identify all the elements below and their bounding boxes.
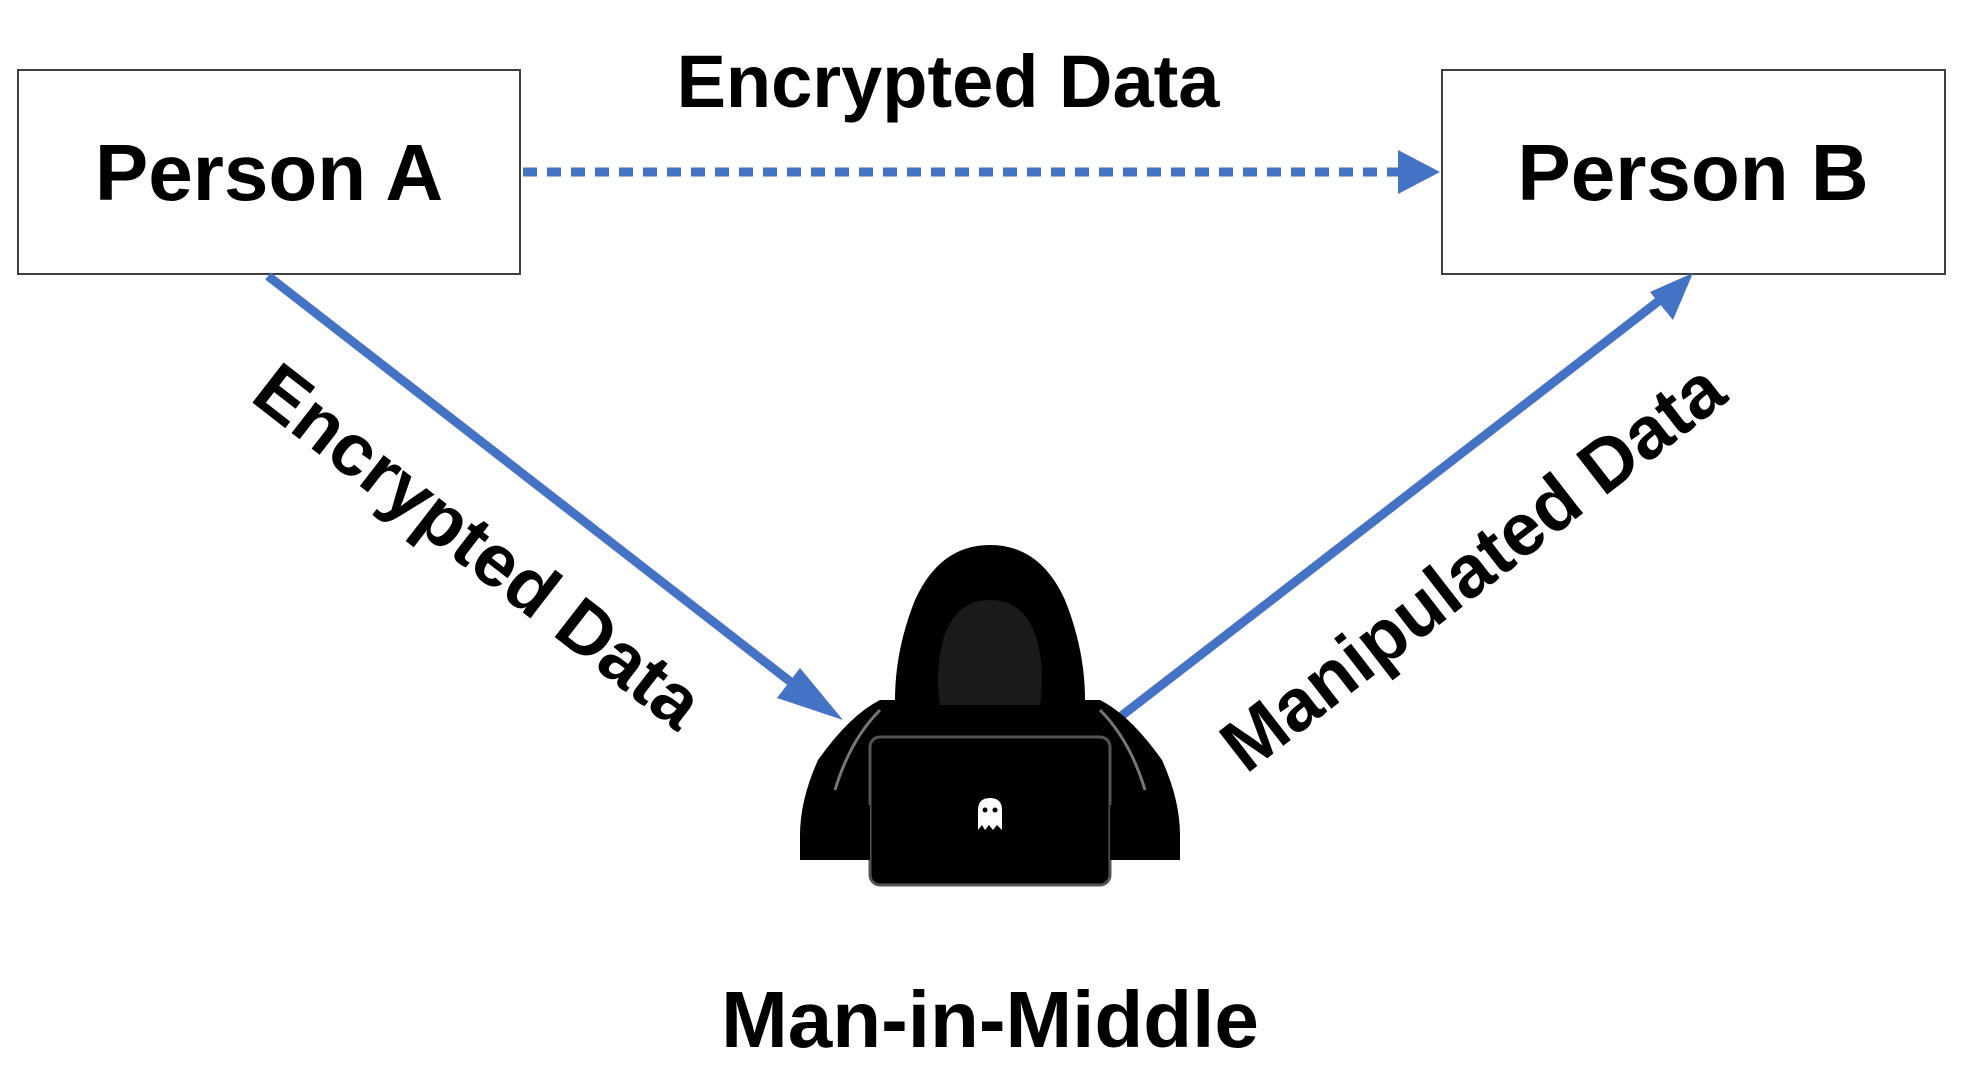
- attacker-label: Man-in-Middle: [721, 975, 1259, 1064]
- edge-label-a-to-b: Encrypted Data: [677, 40, 1221, 123]
- edge-attacker-to-b: Manipulated Data: [1117, 273, 1741, 788]
- edge-label-a-to-attacker: Encrypted Data: [239, 347, 719, 746]
- hacker-shoulder-highlight-right: [1098, 708, 1147, 791]
- person-b-node: Person B: [1441, 69, 1946, 275]
- edge-a-to-attacker: Encrypted Data: [239, 272, 843, 746]
- arrowhead-a-to-attacker: [777, 668, 843, 720]
- edge-a-to-b: Encrypted Data: [523, 40, 1440, 194]
- solid-arrow-a-to-attacker: [265, 272, 813, 701]
- solid-arrow-attacker-to-b: [1117, 296, 1663, 721]
- hacker-shoulder-highlight-left: [833, 708, 882, 791]
- arrowhead-attacker-to-b: [1650, 273, 1693, 320]
- person-b-label: Person B: [1517, 128, 1868, 217]
- person-a-label: Person A: [95, 128, 443, 217]
- person-b-box: [1441, 69, 1946, 275]
- laptop-logo-icon: [978, 798, 1002, 830]
- arrowhead-a-to-b: [1398, 150, 1440, 194]
- person-a-box: [17, 69, 521, 275]
- hacker-arm-left: [804, 804, 870, 860]
- hacker-face: [938, 600, 1042, 705]
- hooded-hacker-with-laptop-icon: [800, 545, 1180, 887]
- hacker-arm-right: [1110, 804, 1176, 860]
- person-a-node: Person A: [17, 69, 521, 275]
- edge-label-attacker-to-b: Manipulated Data: [1205, 346, 1741, 788]
